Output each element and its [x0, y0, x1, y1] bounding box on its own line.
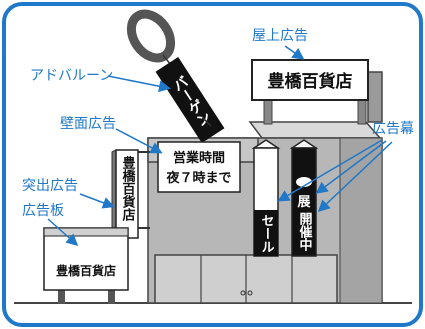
wall-sign-line2: 夜７時まで [165, 170, 231, 186]
outer-frame [2, 2, 423, 327]
wall-sign-line1: 営業時間 [173, 150, 225, 166]
callout-banners: 広告幕 [372, 121, 414, 137]
banner-right-bottom-text: 開催中 [297, 212, 313, 252]
ground-signboard: 豊橋百貨店 [43, 227, 129, 304]
callout-signboard: 広告板 [22, 203, 64, 219]
hanging-banner-right: 展 開催中 [289, 139, 319, 257]
callout-projecting: 突出広告 [22, 178, 78, 194]
arrow-balloon [107, 75, 171, 93]
arrow-banner-mid [315, 140, 387, 194]
signboard-text: 豊橋百貨店 [56, 263, 116, 278]
arrow-banner-left [277, 139, 383, 202]
banner-right-top-text: 展 [297, 195, 311, 210]
arrow-wall [115, 128, 163, 154]
arrow-banner-right [317, 141, 393, 213]
wall-sign: 営業時間 夜７時まで [157, 141, 241, 193]
callout-wall: 壁面広告 [60, 116, 116, 132]
callout-arrows [47, 45, 393, 246]
advertising-balloon: バーゲン [126, 9, 225, 143]
callout-rooftop: 屋上広告 [252, 28, 308, 44]
projecting-sign-text: 豊橋百貨店 [120, 155, 136, 222]
banner-left-text: セール [259, 214, 275, 253]
arrow-rooftop [284, 45, 305, 60]
callout-balloon: アドバルーン [30, 68, 113, 84]
arrow-projecting [79, 193, 115, 209]
projecting-sign: 豊橋百貨店 [111, 149, 150, 241]
arrow-signboard [47, 218, 79, 246]
rooftop-billboard: 豊橋百貨店 [251, 59, 383, 125]
balloon-banner: バーゲン [155, 57, 225, 143]
hanging-banner-left: セール [251, 139, 281, 257]
rooftop-sign-text: 豊橋百貨店 [268, 71, 353, 92]
